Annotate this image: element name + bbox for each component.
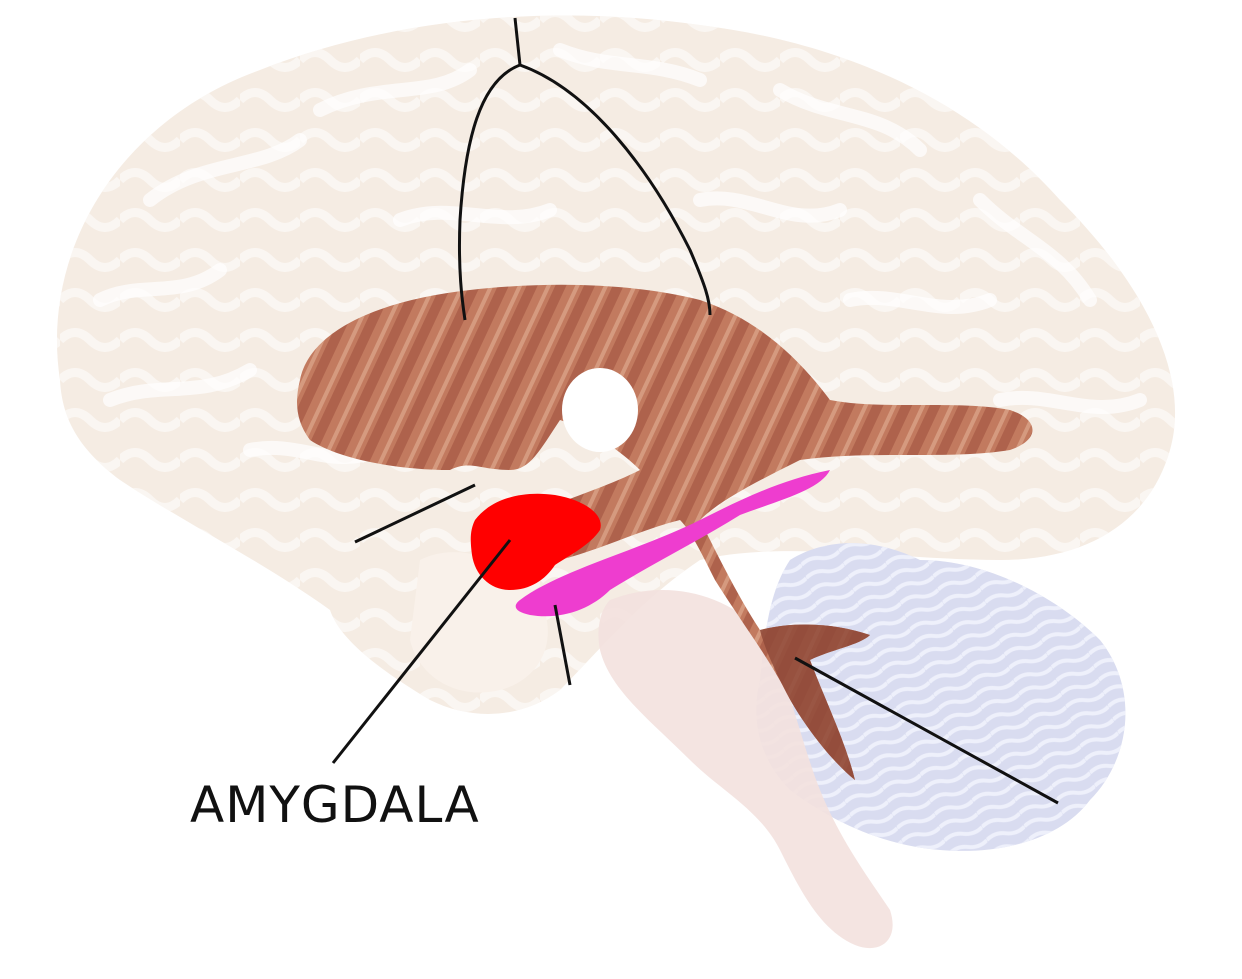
leader-line-cerebellum <box>794 656 1059 805</box>
leader-line-hippocampus <box>553 604 572 686</box>
lateral-ventricle <box>297 284 1033 780</box>
hippocampus <box>515 470 830 617</box>
leader-line-left-pointer <box>354 483 476 544</box>
leader-line-amygdala <box>331 539 512 764</box>
brainstem <box>598 590 893 949</box>
leader-line-top <box>513 17 522 66</box>
amygdala-label: AMYGDALA <box>190 776 480 834</box>
leader-line-left-branch <box>457 63 521 321</box>
amygdala <box>470 493 601 590</box>
leader-line-right-branch <box>519 63 712 316</box>
leader-lines <box>331 17 1059 805</box>
